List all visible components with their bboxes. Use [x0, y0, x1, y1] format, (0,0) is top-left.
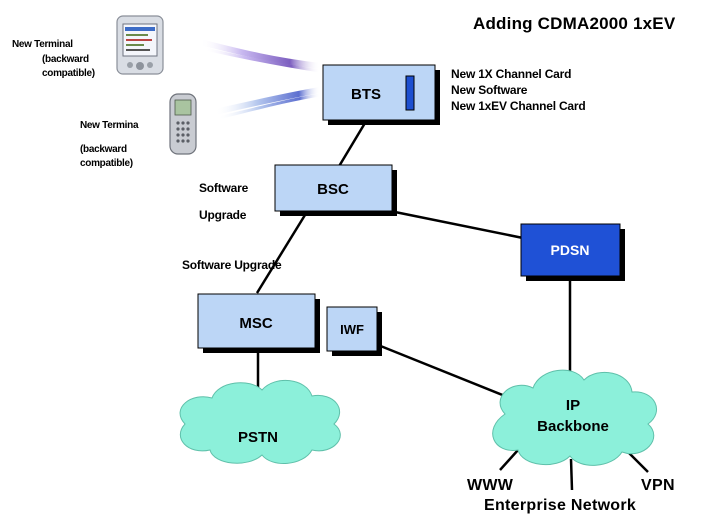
- vpn-label: VPN: [641, 477, 675, 494]
- phone-terminal-label-line3: compatible): [80, 158, 133, 169]
- pda-terminal-label-line3: compatible): [42, 68, 95, 79]
- pda-terminal-label-line2: (backward: [42, 54, 89, 65]
- bsc-node: BSC: [274, 164, 397, 216]
- phone-terminal-label-line2: (backward: [80, 144, 127, 155]
- ip-backbone-cloud: IP Backbone: [492, 369, 658, 466]
- pda-terminal-label-line1: New Terminal: [12, 39, 73, 50]
- msc-node: MSC: [197, 293, 320, 353]
- bts-note-software: New Software: [451, 83, 528, 97]
- msc-software-note: Software Upgrade: [182, 258, 282, 272]
- enterprise-network-label: Enterprise Network: [484, 497, 637, 514]
- bts-note-1xev-card: New 1xEV Channel Card: [451, 99, 586, 113]
- bsc-label: BSC: [317, 181, 349, 198]
- bts-label: BTS: [351, 86, 381, 103]
- pdsn-label: PDSN: [551, 242, 590, 258]
- bts-channel-card-indicator: [405, 75, 415, 111]
- link-iwf-backbone: [377, 343, 511, 400]
- pstn-label: PSTN: [238, 429, 278, 446]
- iwf-label: IWF: [340, 322, 364, 337]
- iwf-node: IWF: [326, 306, 382, 356]
- connections: [255, 122, 649, 491]
- bts-node: BTS: [322, 64, 440, 125]
- bsc-software-note-line1: Software: [199, 181, 249, 195]
- link-backbone-enterprise: [569, 458, 574, 491]
- ip-backbone-label-line2: Backbone: [537, 418, 609, 435]
- pstn-cloud: PSTN: [179, 379, 341, 465]
- link-backbone-www: [499, 449, 519, 471]
- link-bsc-pdsn: [394, 210, 524, 240]
- www-label: WWW: [467, 477, 514, 494]
- phone-terminal-icon: [169, 93, 197, 155]
- diagram-title: Adding CDMA2000 1xEV: [473, 14, 676, 33]
- phone-terminal-label-line1: New Termina: [80, 120, 139, 131]
- radio-waves: [199, 39, 321, 120]
- signal-wave-pda: [199, 39, 321, 69]
- ip-backbone-label-line1: IP: [566, 397, 580, 414]
- link-bts-bsc: [336, 122, 367, 169]
- link-bsc-msc: [255, 214, 307, 294]
- pdsn-node: PDSN: [520, 223, 625, 281]
- pda-terminal-icon: [116, 15, 164, 75]
- bsc-software-note-line2: Upgrade: [199, 208, 247, 222]
- signal-wave-phone: [214, 87, 321, 115]
- msc-label: MSC: [239, 315, 273, 332]
- bts-note-channel-card: New 1X Channel Card: [451, 67, 572, 81]
